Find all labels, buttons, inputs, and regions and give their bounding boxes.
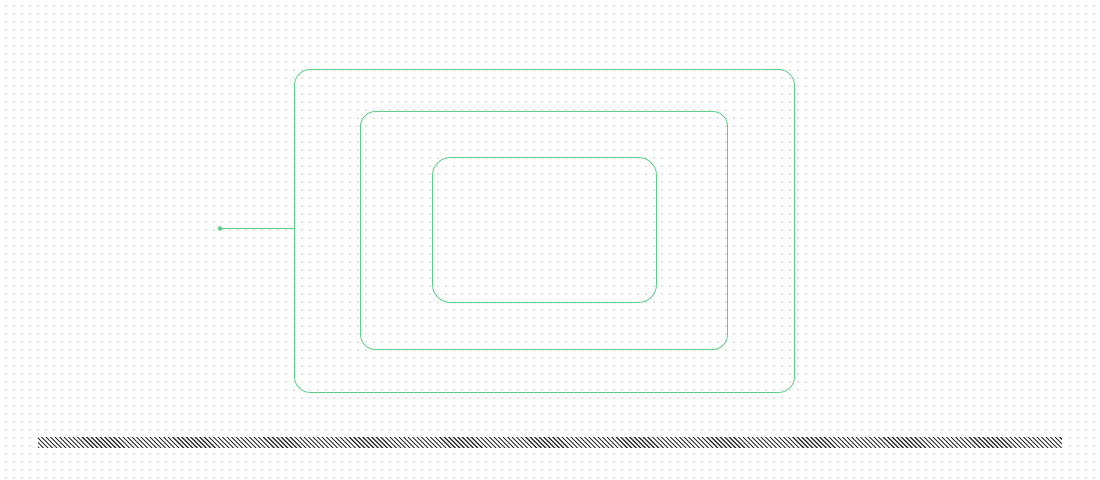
middle-frame[interactable] bbox=[360, 111, 728, 350]
connector-endpoint-dot[interactable] bbox=[217, 226, 223, 231]
ground-hatch-bar bbox=[38, 437, 1062, 448]
inner-frame[interactable] bbox=[432, 157, 657, 303]
outer-frame[interactable] bbox=[294, 69, 795, 393]
